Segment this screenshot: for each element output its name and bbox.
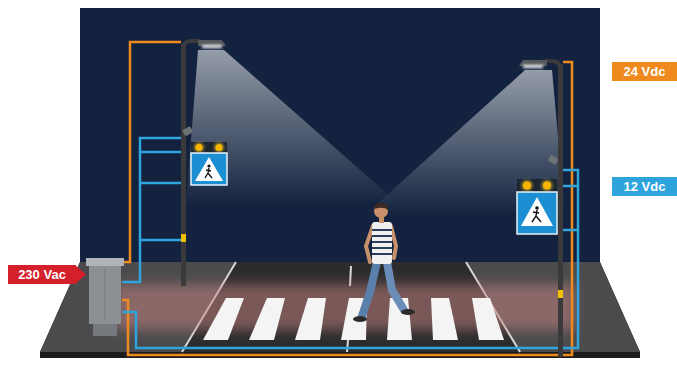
crossing-sign — [517, 179, 557, 234]
blue-wire — [563, 186, 578, 230]
sign-lamp-panel — [517, 179, 557, 192]
lamp-pole — [558, 64, 563, 356]
voltage-label: 12 Vdc — [624, 180, 666, 193]
blue-wire — [122, 138, 181, 282]
sensor-body — [548, 154, 559, 165]
lamp-pole — [181, 44, 186, 286]
lane-dash — [350, 266, 351, 286]
amber-glow — [214, 143, 224, 153]
amber-lamp — [523, 182, 531, 190]
amber-lamp — [196, 144, 203, 151]
crosswalk-stripe — [472, 298, 504, 340]
pedestrian-shoe — [353, 316, 367, 322]
sign-triangle — [195, 157, 223, 181]
sign-plate — [191, 153, 227, 185]
sign-pedestrian — [205, 168, 212, 178]
crosswalk-stripes — [203, 298, 504, 340]
pedestrian-leg — [362, 262, 377, 316]
crossing-sign — [191, 142, 227, 185]
cabinet-lid — [86, 258, 124, 266]
sign-lamp-panel — [191, 142, 227, 153]
lamp-light — [523, 65, 543, 68]
blue-wire — [140, 152, 181, 240]
crosswalk-stripe — [249, 298, 285, 340]
pedestrian-hair — [374, 203, 388, 210]
sign-plate — [517, 192, 557, 234]
sign-pedestrian — [535, 206, 539, 210]
push-button — [181, 234, 186, 242]
lane-dash — [347, 340, 348, 352]
amber-lamp — [543, 182, 551, 190]
lamp-light — [202, 45, 222, 48]
sign-pedestrian — [207, 164, 210, 167]
night-sky — [80, 8, 600, 264]
lamp-arm — [545, 61, 560, 68]
cabinet-base — [93, 322, 117, 336]
blue-wire — [122, 170, 578, 348]
wires-12v — [122, 138, 578, 348]
amber-glow — [542, 180, 553, 191]
crosswalk-stripe — [203, 298, 244, 340]
voltage-tag: 12 Vdc — [612, 177, 677, 196]
tag-arrow — [75, 265, 86, 284]
voltage-label: 24 Vdc — [624, 65, 666, 78]
crosswalk-stripe — [431, 298, 458, 340]
lamp-arm — [183, 41, 200, 48]
pedestrian-shoe — [401, 309, 415, 315]
amber-glow — [522, 180, 533, 191]
cabinet-body — [89, 264, 121, 324]
push-button — [558, 290, 563, 298]
orange-wire — [122, 42, 181, 262]
pedestrian-leg — [387, 262, 404, 310]
amber-glow — [194, 143, 204, 153]
orange-wire — [122, 62, 572, 355]
voltage-label: 230 Vac — [18, 268, 66, 281]
wires-24v — [122, 42, 572, 355]
radar-sensor — [182, 126, 559, 165]
voltage-tag: 24 Vdc — [612, 62, 677, 81]
pedestrian-shirt — [372, 222, 392, 264]
pedestrian — [353, 203, 415, 322]
amber-lamp — [216, 144, 223, 151]
voltage-tag: 230 Vac — [8, 265, 76, 284]
pedestrian-arm — [366, 226, 373, 262]
cabinet-seam — [105, 268, 106, 320]
crosswalk-stripe — [295, 298, 326, 340]
shirt-stripes — [372, 230, 392, 254]
sensor-body — [182, 126, 193, 137]
control-cabinet — [86, 258, 124, 336]
sign-pedestrian — [532, 210, 541, 222]
sign-triangle — [521, 197, 553, 226]
road-surface — [40, 262, 640, 352]
light-cone — [186, 50, 400, 205]
